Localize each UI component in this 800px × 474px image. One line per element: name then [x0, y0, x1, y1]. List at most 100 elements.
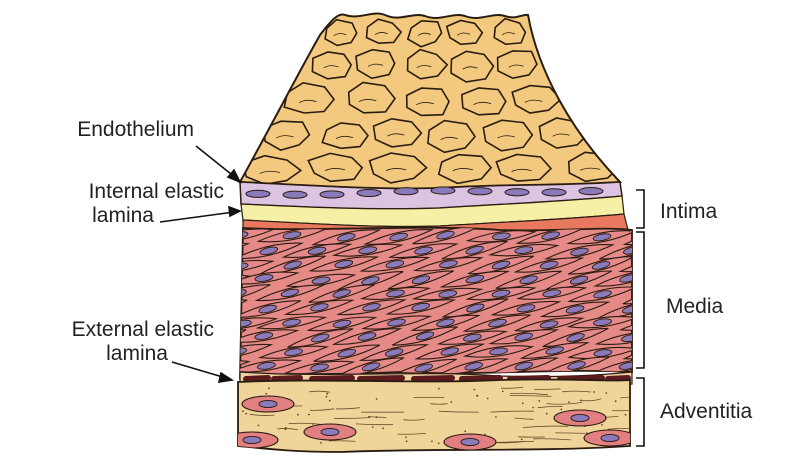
muscle-nucleus — [648, 346, 667, 356]
fiber-dot — [285, 428, 287, 430]
fiber-dot — [265, 393, 267, 395]
muscle-nucleus — [675, 332, 694, 341]
fiber-dot — [521, 438, 523, 440]
collagen-fiber — [555, 433, 585, 434]
smooth-muscle-cell — [181, 243, 248, 256]
fiber-dot — [369, 416, 371, 418]
fiber-dot — [522, 402, 524, 404]
layer-brackets — [636, 190, 644, 446]
smooth-muscle-cell — [182, 361, 249, 373]
fiber-dot — [405, 436, 407, 438]
adventitia-nucleus — [571, 414, 589, 421]
endothelial-nucleus — [579, 188, 603, 195]
endothelial-nucleus — [320, 191, 344, 198]
fiber-dot — [258, 425, 260, 427]
endothelial-nucleus — [394, 188, 418, 195]
fiber-dot — [329, 400, 331, 402]
fiber-dot — [320, 442, 322, 444]
fiber-dot — [308, 414, 310, 416]
adventitia-nucleus — [321, 428, 339, 435]
endothelial-nucleus — [283, 191, 307, 198]
smooth-muscle-cell — [651, 242, 717, 258]
intima-bracket — [636, 190, 644, 228]
fiber-dot — [495, 416, 497, 418]
media-bracket — [636, 232, 644, 368]
fiber-dot — [326, 396, 328, 398]
muscle-nucleus — [646, 290, 665, 301]
muscle-nucleus — [177, 259, 196, 269]
fiber-dot — [476, 395, 478, 397]
fiber-dot — [245, 413, 247, 415]
endothelial-nucleus — [505, 189, 529, 196]
fiber-dot — [560, 409, 562, 411]
endothelial-nucleus — [468, 188, 492, 195]
smooth-muscle-cell — [646, 272, 713, 286]
elastic-fiber — [608, 378, 628, 379]
endothelial-nucleus — [542, 189, 566, 196]
elastic-fiber — [312, 378, 352, 379]
fiber-dot — [297, 414, 299, 416]
fiber-dot — [464, 430, 466, 432]
fiber-dot — [431, 441, 433, 443]
adventitia-label: Adventitia — [660, 400, 752, 424]
media-label: Media — [666, 295, 723, 319]
fiber-dot — [372, 426, 374, 428]
internal-elastic-arrow — [160, 212, 234, 222]
elastic-fiber — [360, 378, 402, 379]
endothelial-nucleus — [357, 189, 381, 196]
elastic-fiber — [274, 378, 300, 379]
smooth-muscle-cell — [624, 343, 690, 358]
muscle-nucleus — [205, 245, 224, 254]
fiber-dot — [450, 401, 452, 403]
muscle-nucleus — [176, 231, 195, 241]
media-layer — [152, 227, 718, 378]
external-elastic-label-line2: lamina — [14, 342, 168, 366]
fiber-dot — [625, 414, 627, 416]
fiber-dot — [312, 423, 314, 425]
endothelium-layer — [240, 14, 620, 189]
intima-label: Intima — [660, 200, 717, 224]
smooth-muscle-cell — [648, 359, 715, 372]
fiber-dot — [568, 401, 570, 403]
fiber-dot — [376, 398, 378, 400]
muscle-nucleus — [179, 290, 198, 299]
fiber-dot — [538, 400, 540, 402]
muscle-nucleus — [206, 276, 225, 285]
fiber-dot — [580, 400, 582, 402]
endothelium-surface — [240, 14, 620, 189]
internal-elastic-label-line1: Internal elastic — [14, 180, 224, 204]
fiber-dot — [532, 407, 534, 409]
adventitia-nucleus — [243, 436, 261, 443]
muscle-nucleus — [179, 347, 198, 358]
adventitia-bracket — [636, 378, 644, 446]
muscle-nucleus — [644, 259, 663, 269]
muscle-nucleus — [672, 361, 691, 370]
fiber-dot — [438, 442, 440, 444]
smooth-muscle-cell — [155, 288, 222, 299]
muscle-nucleus — [648, 231, 667, 241]
elastic-fiber — [246, 378, 268, 379]
external-elastic-arrow — [172, 362, 226, 378]
fiber-dot — [376, 416, 378, 418]
smooth-muscle-cell — [181, 300, 247, 316]
endothelial-nucleus — [246, 190, 270, 197]
internal-elastic-label-line2: lamina — [14, 204, 154, 228]
muscle-nucleus — [204, 303, 223, 314]
elastic-fiber — [414, 378, 452, 379]
muscle-nucleus — [645, 319, 664, 329]
adventitia-layer — [226, 379, 652, 452]
fiber-dot — [601, 424, 603, 426]
fiber-dot — [242, 410, 244, 412]
endothelial-nucleus — [431, 187, 455, 194]
endothelium-label: Endothelium — [34, 118, 194, 142]
fiber-dot — [593, 391, 595, 393]
elastic-fiber — [462, 378, 500, 379]
fiber-dot — [438, 388, 440, 390]
fiber-dot — [502, 391, 504, 393]
fiber-dot — [605, 392, 607, 394]
muscle-nucleus — [670, 274, 689, 284]
adventitia-nucleus — [259, 400, 277, 407]
fiber-dot — [615, 400, 617, 402]
fiber-dot — [546, 413, 548, 415]
adventitia-nucleus — [461, 438, 479, 445]
